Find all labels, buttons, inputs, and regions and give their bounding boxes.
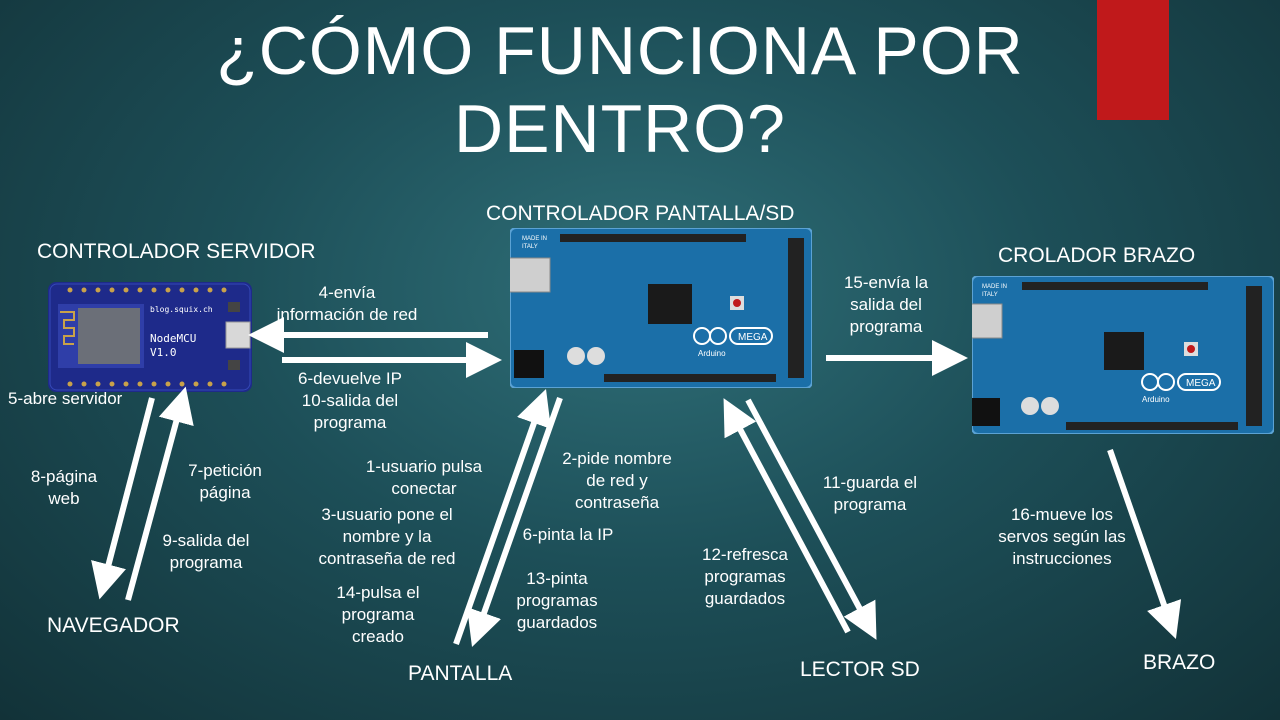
arrow-2-pide — [467, 397, 563, 647]
mega-made-in-text: MADE IN — [522, 236, 547, 242]
controlador-brazo-label: CROLADOR BRAZO — [998, 244, 1196, 267]
navegador-label: NAVEGADOR — [47, 614, 180, 637]
lector-sd-label: LECTOR SD — [800, 658, 920, 681]
arduino-mega-pantalla-sd: MADE IN ITALY MEGA Arduino — [510, 228, 812, 388]
mega2-brand-text: Arduino — [1142, 395, 1170, 404]
mega2-italy-text: ITALY — [982, 292, 998, 298]
arduino-mega-brazo: MADE IN ITALY MEGA Arduino — [972, 276, 1274, 434]
pantalla-label: PANTALLA — [408, 662, 513, 685]
mega-italy-text: ITALY — [522, 244, 538, 250]
mega-logo-text: MEGA — [738, 332, 768, 343]
step-6-pinta-label: 6-pinta la IP — [522, 525, 614, 544]
controlador-pantalla-sd-label: CONTROLADOR PANTALLA/SD — [486, 202, 795, 225]
nodemcu-version-text: V1.0 — [150, 346, 177, 359]
step-5-label: 5-abre servidor — [8, 389, 123, 408]
mega2-made-in-text: MADE IN — [982, 284, 1007, 290]
arrow-1-pulsa — [453, 389, 551, 645]
arrow-12-refresca — [723, 398, 851, 634]
page-title: ¿CÓMO FUNCIONA POR DENTRO? — [216, 13, 1024, 167]
arrow-16-mueve — [1107, 449, 1182, 639]
nodemcu-name-text: NodeMCU — [150, 332, 196, 345]
arrow-8-pagina — [91, 397, 155, 600]
arrow-11-guarda — [745, 398, 877, 640]
arrow-7-peticion — [125, 386, 194, 601]
red-accent-block — [1097, 0, 1169, 120]
nodemcu-site-text: blog.squix.ch — [150, 305, 213, 314]
controlador-servidor-label: CONTROLADOR SERVIDOR — [37, 240, 316, 263]
brazo-label: BRAZO — [1143, 651, 1216, 674]
mega2-logo-text: MEGA — [1186, 378, 1216, 389]
mega-brand-text: Arduino — [698, 349, 726, 358]
